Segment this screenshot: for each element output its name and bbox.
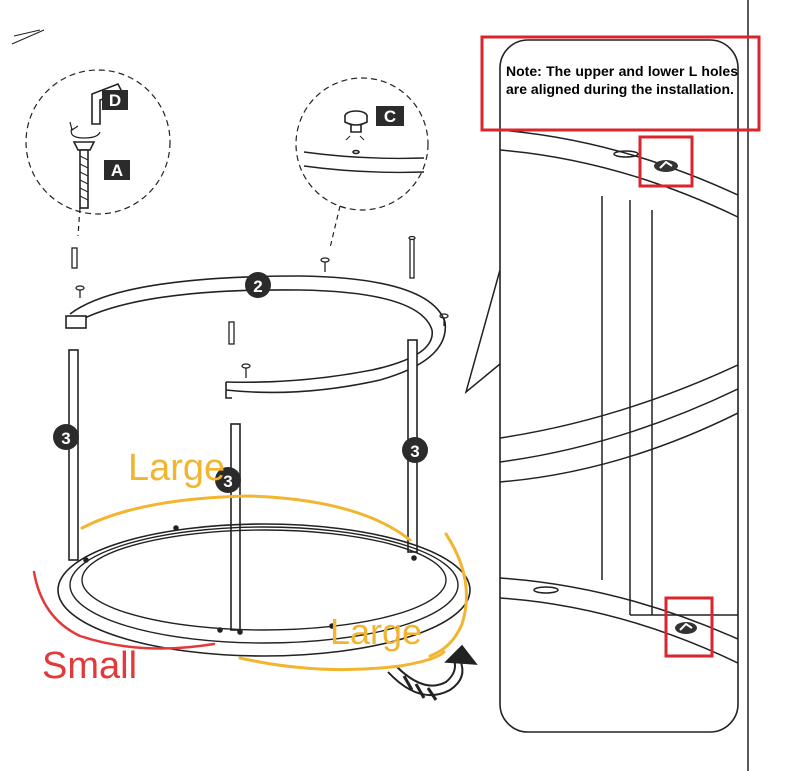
badge-c: C bbox=[376, 106, 404, 126]
note-highlight-box bbox=[480, 35, 761, 132]
upper-hole-highlight-box bbox=[638, 135, 694, 188]
corner-mark bbox=[11, 29, 45, 45]
lower-hole-highlight-box bbox=[664, 596, 714, 658]
hardware-set bbox=[71, 235, 449, 378]
part-badge-2: 2 bbox=[245, 272, 271, 298]
part-badge-3-left: 3 bbox=[53, 424, 79, 450]
badge-a: A bbox=[104, 160, 130, 180]
L-hole-icon-lower bbox=[675, 622, 697, 634]
highlight-boxes bbox=[480, 35, 761, 658]
hex-key-bolt-callout bbox=[25, 69, 171, 237]
cap-callout bbox=[295, 77, 429, 249]
annotation-large-top: Large bbox=[128, 447, 225, 489]
part-badge-3-right: 3 bbox=[402, 437, 428, 463]
installation-note: Note: The upper and lower L holes are al… bbox=[506, 63, 738, 97]
bolt-icon bbox=[72, 141, 96, 209]
detail-pointer bbox=[464, 269, 501, 395]
yellow-marker-strokes bbox=[80, 494, 468, 672]
part-badge-3-left-label: 3 bbox=[61, 429, 70, 448]
cap-screw-icon bbox=[344, 110, 368, 155]
badge-d-label: D bbox=[109, 91, 121, 110]
leg-left bbox=[68, 349, 79, 561]
annotation-large-bottom: Large bbox=[330, 611, 422, 652]
part-badge-3-center-label: 3 bbox=[223, 472, 232, 491]
badge-c-label: C bbox=[384, 107, 396, 126]
curved-arrow-icon bbox=[387, 644, 478, 701]
L-hole-icon-upper bbox=[654, 160, 678, 172]
badge-a-label: A bbox=[111, 161, 123, 180]
part-badge-3-center: 3 bbox=[215, 467, 241, 493]
part-badge-3-right-label: 3 bbox=[410, 442, 419, 461]
detail-panel bbox=[499, 39, 739, 733]
annotation-small: Small bbox=[42, 645, 137, 687]
bottom-ring bbox=[57, 523, 471, 657]
top-ring bbox=[65, 275, 447, 399]
badge-d: D bbox=[102, 90, 128, 110]
part-badge-2-label: 2 bbox=[253, 277, 262, 296]
red-marker-stroke bbox=[32, 570, 216, 650]
